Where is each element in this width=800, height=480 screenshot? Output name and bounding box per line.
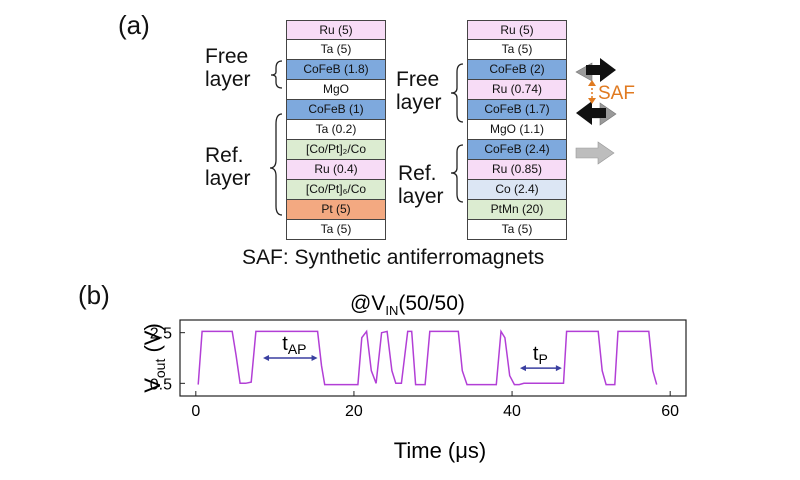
x-tick-label: 0 [191, 403, 200, 420]
layer-0: Ru (5) [286, 20, 386, 40]
left-ref-label-line2: layer [205, 167, 251, 190]
panel-b-label: (b) [78, 280, 110, 310]
layer-8: [Co/Pt]₆/Co [286, 180, 386, 200]
x-tick-label: 20 [345, 403, 363, 420]
vout-signal-line [197, 329, 658, 386]
panel-a-label: (a) [118, 10, 150, 40]
right-free-brace [450, 63, 464, 123]
ref-layer-arrow [575, 141, 615, 165]
right-free-label-line2: layer [396, 91, 442, 114]
y-tick-label: 2.5 [150, 326, 172, 343]
right-ref-label-line2: layer [398, 185, 444, 208]
left-ref-label: Ref. layer [205, 144, 251, 190]
left-free-label-line1: Free [205, 45, 249, 68]
left-ref-label-line1: Ref. [205, 144, 244, 167]
layer-2: CoFeB (1.8) [286, 60, 386, 80]
arrowhead [519, 365, 526, 372]
right-layer-stack: Ru (5)Ta (5)CoFeB (2)Ru (0.74)CoFeB (1.7… [467, 20, 567, 240]
x-tick-label: 40 [503, 403, 521, 420]
layer-9: Pt (5) [286, 200, 386, 220]
layer-3: Ru (0.74) [467, 80, 567, 100]
right-free-label: Free layer [396, 68, 442, 114]
panel-a-caption: SAF: Synthetic antiferromagnets [242, 246, 545, 269]
layer-6: CoFeB (2.4) [467, 140, 567, 160]
layer-0: Ru (5) [467, 20, 567, 40]
saf-tag: SAF [598, 83, 635, 104]
vin-annotation: @VIN(50/50) [350, 292, 465, 318]
layer-6: [Co/Pt]₂/Co [286, 140, 386, 160]
plot-frame [179, 319, 687, 397]
arrowhead [263, 355, 270, 361]
layer-5: MgO (1.1) [467, 120, 567, 140]
black-arrow-left-bottom [576, 101, 606, 125]
arrowhead [555, 365, 562, 372]
saf-coupling-arrow [588, 80, 596, 104]
arrowhead [311, 355, 318, 361]
layer-2: CoFeB (2) [467, 60, 567, 80]
layer-3: MgO [286, 80, 386, 100]
layer-5: Ta (0.2) [286, 120, 386, 140]
left-ref-brace [269, 113, 283, 216]
layer-1: Ta (5) [286, 40, 386, 60]
layer-9: PtMn (20) [467, 200, 567, 220]
t-p-label: tP [533, 343, 548, 367]
x-tick-label: 60 [661, 403, 679, 420]
y-tick-label: 0.5 [150, 376, 172, 393]
layer-7: Ru (0.85) [467, 160, 567, 180]
right-free-label-line1: Free [396, 68, 440, 91]
panel-a-overlay: SAF [269, 58, 635, 216]
left-free-brace [270, 60, 283, 89]
layer-10: Ta (5) [286, 220, 386, 240]
layer-10: Ta (5) [467, 220, 567, 240]
x-axis-label: Time (μs) [394, 438, 487, 463]
vout-time-chart: 0 20 40 60 0.5 2.5 tAP tP @VIN(50/50) Vout (V)… [140, 292, 687, 463]
left-free-label-line2: layer [205, 68, 251, 91]
layer-4: CoFeB (1.7) [467, 100, 567, 120]
t-ap-label: tAP [282, 333, 306, 357]
layer-1: Ta (5) [467, 40, 567, 60]
y-axis-label: Vout (V) [140, 323, 168, 393]
layer-4: CoFeB (1) [286, 100, 386, 120]
right-ref-brace [450, 144, 464, 203]
layer-8: Co (2.4) [467, 180, 567, 200]
black-arrow-right-top [586, 58, 616, 82]
layer-7: Ru (0.4) [286, 160, 386, 180]
right-ref-label-line1: Ref. [398, 162, 437, 185]
free-layer-bottom-arrows [576, 101, 617, 126]
right-ref-label: Ref. layer [398, 162, 444, 208]
left-free-label: Free layer [205, 45, 251, 91]
free-layer-top-arrows [575, 58, 616, 82]
